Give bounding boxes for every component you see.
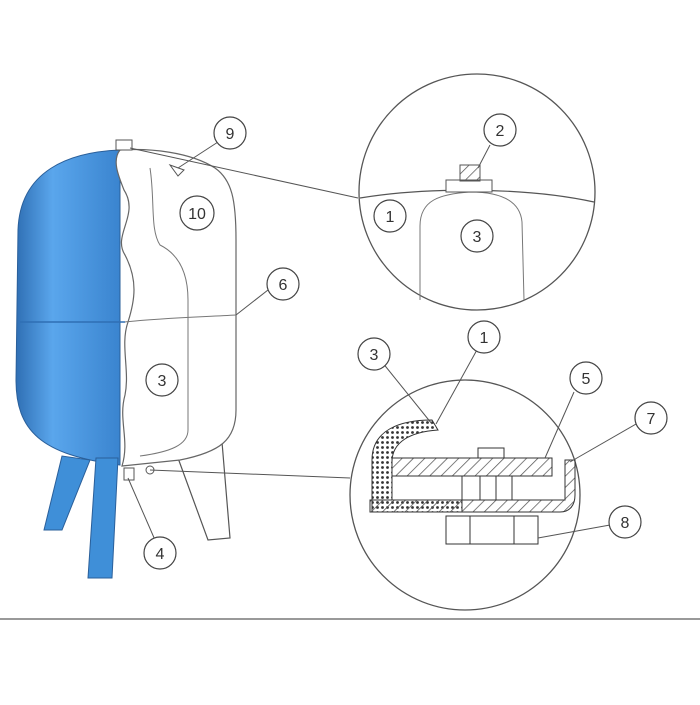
detail-circle-bottom bbox=[349, 379, 581, 611]
callout-8: 8 bbox=[608, 505, 642, 539]
callout-1-bottom: 1 bbox=[467, 320, 501, 354]
detail-leaders bbox=[381, 144, 637, 539]
callout-3-top: 3 bbox=[460, 219, 494, 253]
callout-6: 6 bbox=[266, 267, 300, 301]
callout-label: 1 bbox=[480, 330, 489, 347]
callout-10: 10 bbox=[179, 195, 215, 231]
callout-label: 5 bbox=[582, 371, 591, 388]
callout-label: 2 bbox=[496, 123, 505, 140]
callout-label: 3 bbox=[473, 229, 482, 246]
callout-label: 8 bbox=[621, 515, 630, 532]
detail-circle-top bbox=[358, 73, 596, 311]
tank-cutaway bbox=[115, 139, 237, 481]
callout-label: 10 bbox=[188, 206, 206, 223]
callout-4: 4 bbox=[143, 536, 177, 570]
callout-9: 9 bbox=[213, 116, 247, 150]
leader-lines bbox=[127, 141, 359, 541]
callout-label: 9 bbox=[226, 126, 235, 143]
callout-label: 3 bbox=[158, 373, 167, 390]
tank-legs bbox=[43, 441, 231, 579]
callout-3-bottom: 3 bbox=[357, 337, 391, 371]
callout-label: 4 bbox=[156, 546, 165, 563]
callout-label: 7 bbox=[647, 411, 656, 428]
callout-3-tank: 3 bbox=[145, 363, 179, 397]
callout-label: 3 bbox=[370, 347, 379, 364]
callout-5: 5 bbox=[569, 361, 603, 395]
callout-7: 7 bbox=[634, 401, 668, 435]
callout-label: 6 bbox=[279, 277, 288, 294]
callout-label: 1 bbox=[386, 209, 395, 226]
tank-shell bbox=[15, 149, 125, 466]
callout-1-top: 1 bbox=[373, 199, 407, 233]
callout-2: 2 bbox=[483, 113, 517, 147]
